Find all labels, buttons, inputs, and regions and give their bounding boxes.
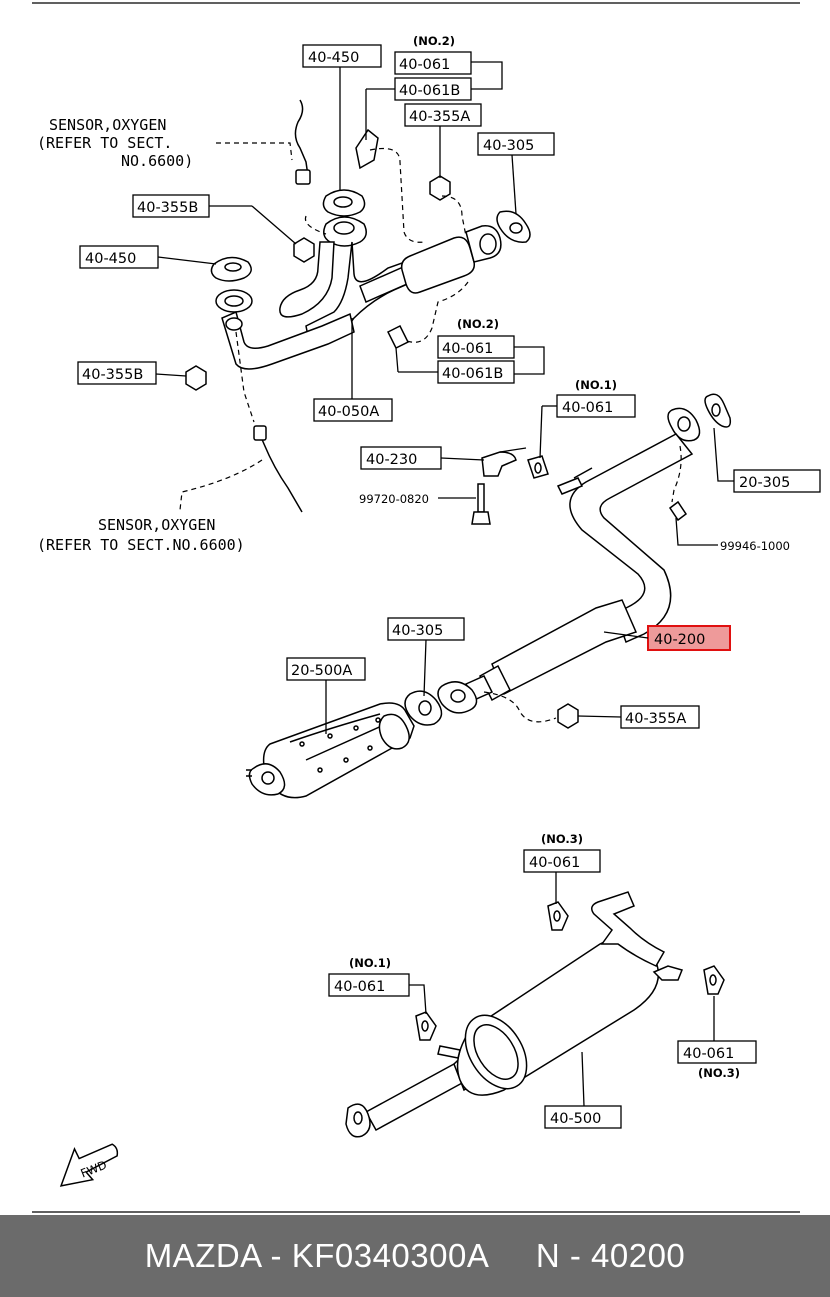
part-99946-1000: 99946-1000 xyxy=(720,539,790,553)
footer-part-info: MAZDA - KF0340300A N - 40200 xyxy=(144,1237,686,1274)
label-40-061b-mid: 40-061B xyxy=(442,366,503,382)
label-20-305: 20-305 xyxy=(739,475,790,491)
label-40-230: 40-230 xyxy=(366,452,417,468)
label-40-050a: 40-050A xyxy=(318,404,379,420)
forward-arrow-icon: FWD xyxy=(59,1143,119,1187)
label-40-355a-top: 40-355A xyxy=(409,109,470,125)
sensor-ref-top-line2: (REFER TO SECT. xyxy=(37,134,172,152)
sensor-ref-top-line3: NO.6600) xyxy=(121,152,193,170)
label-40-061b-top: 40-061B xyxy=(399,83,460,99)
label-40-061-no3-top: 40-061 xyxy=(529,855,580,871)
label-40-061-top: 40-061 xyxy=(399,57,450,73)
label-40-061-no1-mid: 40-061 xyxy=(562,400,613,416)
label-40-061-mid: 40-061 xyxy=(442,341,493,357)
label-40-200-highlighted: 40-200 xyxy=(654,632,705,648)
label-40-061-no3-right: 40-061 xyxy=(683,1046,734,1062)
label-40-355b-left: 40-355B xyxy=(82,367,143,383)
note-no2-mid: (NO.2) xyxy=(457,317,499,331)
front-pipe-drawing xyxy=(179,99,531,513)
label-40-450-top: 40-450 xyxy=(308,50,359,66)
label-40-355b-top: 40-355B xyxy=(137,200,198,216)
label-40-500: 40-500 xyxy=(550,1111,601,1127)
label-40-305-mid: 40-305 xyxy=(392,623,443,639)
label-20-500a: 20-500A xyxy=(291,663,352,679)
exhaust-system-diagram: FWD 40-450 (NO.2) 40-061 40-061B 40-355A… xyxy=(32,2,821,1213)
note-no1-bottom: (NO.1) xyxy=(349,956,391,970)
note-no2-top: (NO.2) xyxy=(413,34,455,48)
sensor-ref-top-line1: SENSOR,OXYGEN xyxy=(49,116,166,134)
middle-pipe-drawing xyxy=(246,393,732,799)
labels: 40-450 (NO.2) 40-061 40-061B 40-355A 40-… xyxy=(37,34,821,1129)
label-40-061-no1-bottom: 40-061 xyxy=(334,979,385,995)
label-40-305-top: 40-305 xyxy=(483,138,534,154)
muffler-drawing xyxy=(345,891,725,1138)
sensor-ref-bottom-line2: (REFER TO SECT.NO.6600) xyxy=(37,536,245,554)
note-no3-top: (NO.3) xyxy=(541,832,583,846)
note-no3-right: (NO.3) xyxy=(698,1066,740,1080)
sensor-ref-bottom-line1: SENSOR,OXYGEN xyxy=(98,516,215,534)
footer-bar: MAZDA - KF0340300A N - 40200 xyxy=(0,1215,830,1297)
part-99720-0820: 99720-0820 xyxy=(359,492,429,506)
label-40-355a-mid: 40-355A xyxy=(625,711,686,727)
note-no1-mid: (NO.1) xyxy=(575,378,617,392)
label-40-450-left: 40-450 xyxy=(85,251,136,267)
